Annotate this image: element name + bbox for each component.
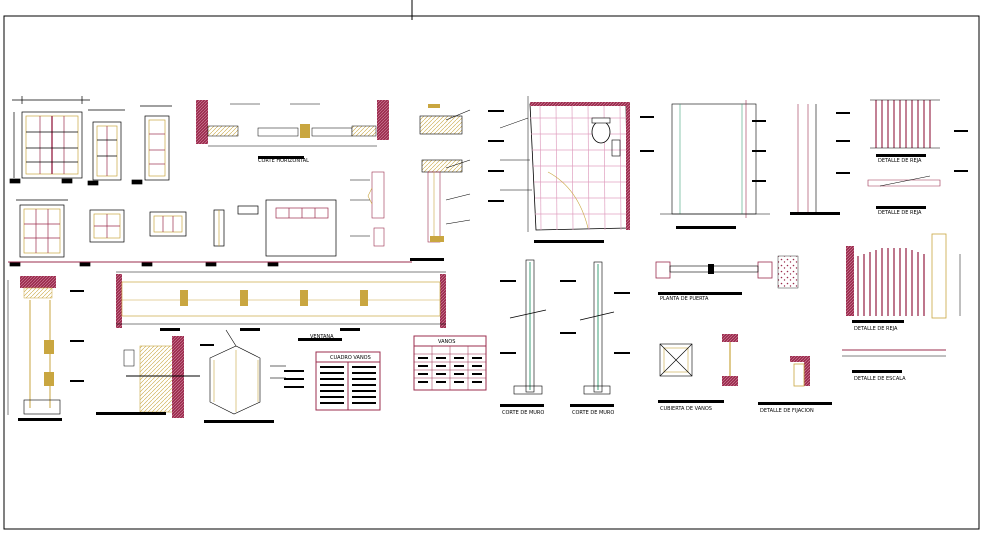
corte-horizontal-drawing: CORTE HORIZONTAL: [196, 100, 389, 164]
title-detalle-reja-2: DETALLE DE REJA: [878, 210, 922, 216]
table-vanos: VANOS: [413, 335, 487, 391]
title-corte-horizontal: CORTE HORIZONTAL: [258, 158, 309, 164]
railing-detail-1: DETALLE DE REJA DETALLE DE REJA: [867, 99, 941, 216]
fixing-detail: [96, 336, 200, 418]
window-elevations: [8, 199, 412, 267]
title-detalle-reja-1: DETALLE DE REJA: [878, 158, 922, 164]
wall-elevation-right: [660, 100, 840, 229]
window-3d-detail: [204, 329, 286, 423]
leader-annotations: [70, 110, 968, 388]
bathroom-tile-plan: [499, 96, 630, 243]
door-elevations: [9, 96, 172, 186]
window-horizontal-section: VENTANA: [7, 271, 446, 421]
wall-sections: CORTE DE MURO CORTE DE MURO: [500, 259, 614, 416]
detalle-escala: DETALLE DE ESCALA: [842, 349, 946, 382]
title-ventana: VENTANA: [310, 334, 334, 340]
title-cubierta-vanos: CUBIERTA DE VANOS: [660, 406, 712, 412]
vertical-door-section: [350, 104, 471, 261]
title-vanos: VANOS: [438, 339, 455, 345]
title-cuadro-vanos: CUADRO VANOS: [330, 355, 371, 361]
title-corte-muro-1: CORTE DE MURO: [502, 410, 544, 416]
title-detalle-reja-3: DETALLE DE REJA: [854, 326, 898, 332]
planta-puerta: PLANTA DE PUERTA: [655, 255, 799, 302]
detalle-fijacion: DETALLE DE FIJACION: [722, 334, 832, 414]
title-planta-puerta: PLANTA DE PUERTA: [660, 296, 709, 302]
title-corte-muro-2: CORTE DE MURO: [572, 410, 614, 416]
cubierta-vanos: CUBIERTA DE VANOS: [658, 343, 724, 412]
title-detalle-fijacion: DETALLE DE FIJACION: [760, 408, 814, 414]
title-detalle-escala: DETALLE DE ESCALA: [854, 376, 906, 382]
railing-detail-2: DETALLE DE REJA: [846, 233, 961, 332]
table-cuadro-vanos: CUADRO VANOS: [315, 351, 381, 411]
sheet-frame: [3, 15, 980, 530]
